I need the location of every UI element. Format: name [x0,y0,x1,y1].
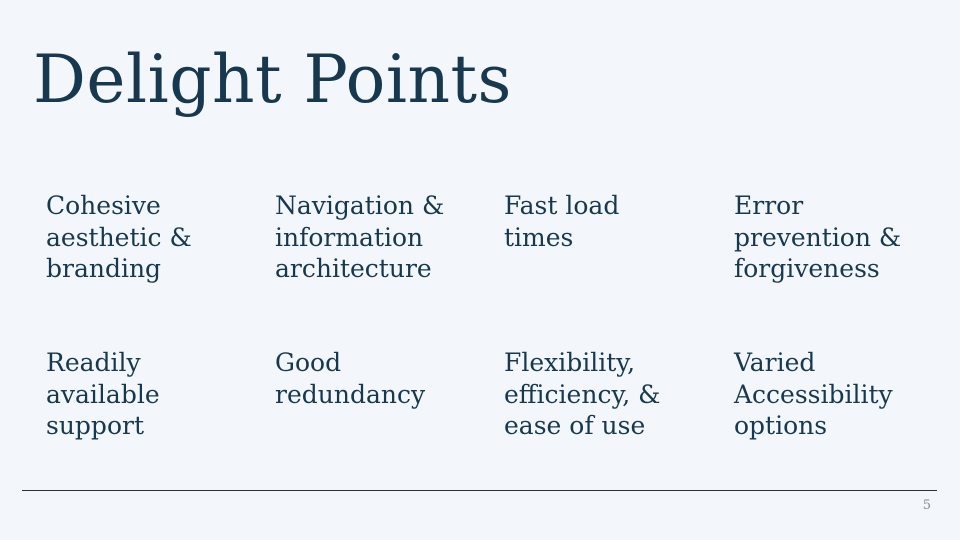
delight-point: Readily available support [46,348,160,440]
delight-point: Varied Accessibility options [734,348,893,440]
delight-point: Navigation & information architecture [275,191,445,283]
delight-point: Good redundancy [275,348,426,409]
delight-point: Error prevention & forgiveness [734,191,902,283]
page-number: 5 [922,498,931,513]
delight-point: Fast load times [504,191,620,252]
slide-title: Delight Points [33,41,512,118]
delight-point: Flexibility, efficiency, & ease of use [504,348,661,440]
points-grid: Cohesive aesthetic & branding Navigation… [46,190,960,442]
footer-divider [22,490,937,491]
delight-point: Cohesive aesthetic & branding [46,191,192,283]
